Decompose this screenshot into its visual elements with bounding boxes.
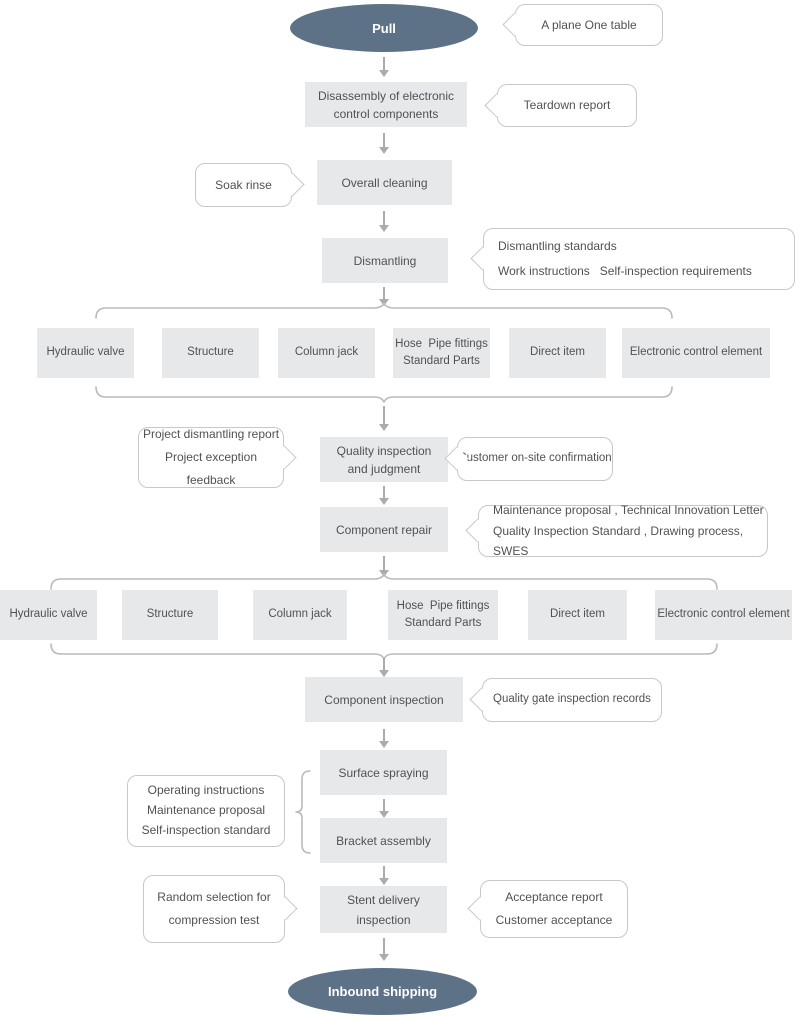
flow-arrow	[379, 406, 389, 431]
process-box-component-inspection: Component inspection	[305, 677, 463, 722]
component-box-direct-item: Direct item	[528, 590, 627, 640]
flow-arrow	[379, 729, 389, 748]
brace-left-vertical	[295, 770, 311, 854]
flow-arrow	[379, 57, 389, 77]
component-box-electronic-control: Electronic control element	[622, 328, 770, 378]
component-box-hydraulic-valve: Hydraulic valve	[0, 590, 97, 640]
brace-row2-bottom	[50, 643, 718, 660]
component-box-column-jack: Column jack	[278, 328, 375, 378]
callout-tail	[502, 12, 527, 37]
flow-arrow	[379, 133, 389, 154]
process-box-disassembly: Disassembly of electronic control compon…	[305, 82, 467, 127]
process-box-dismantling: Dismantling	[322, 238, 448, 283]
callout-soak-rinse: Soak rinse	[195, 163, 305, 207]
brace-row1-bottom	[95, 386, 673, 403]
callout-operating-instructions: Operating instructions Maintenance propo…	[127, 775, 285, 847]
process-box-component-repair: Component repair	[320, 507, 448, 552]
flow-arrow	[379, 866, 389, 885]
end-ellipse-inbound-shipping: Inbound shipping	[288, 968, 477, 1015]
callout-tail	[467, 896, 492, 921]
flow-arrow	[379, 938, 389, 961]
process-box-bracket-assembly: Bracket assembly	[320, 818, 447, 863]
callout-random-selection: Random selection for compression test	[143, 875, 298, 943]
callout-acceptance: Acceptance report Customer acceptance	[467, 880, 628, 938]
component-box-hose-pipe-fittings: Hose Pipe fittings Standard Parts	[393, 328, 490, 378]
callout-tail	[280, 172, 305, 197]
component-box-structure: Structure	[122, 590, 218, 640]
component-box-direct-item: Direct item	[509, 328, 606, 378]
brace-row2-top	[50, 573, 718, 590]
process-box-overall-cleaning: Overall cleaning	[317, 160, 452, 205]
callout-plane-table: A plane One table	[502, 4, 663, 46]
callout-quality-gate: Quality gate inspection records	[469, 678, 662, 722]
callout-tail	[273, 896, 298, 921]
callout-project-reports: Project dismantling report Project excep…	[138, 427, 297, 488]
flow-arrow	[379, 287, 389, 306]
callout-tail	[465, 518, 490, 543]
callout-tail	[484, 92, 509, 118]
flow-arrow	[379, 658, 389, 677]
component-box-structure: Structure	[162, 328, 259, 378]
callout-tail	[469, 687, 494, 712]
callout-maintenance-proposal: Maintenance proposal , Technical Innovat…	[465, 503, 768, 558]
component-box-hydraulic-valve: Hydraulic valve	[37, 328, 134, 378]
process-box-stent-delivery: Stent delivery inspection	[320, 886, 447, 933]
flow-arrow	[379, 211, 389, 232]
start-ellipse-pull: Pull	[290, 4, 478, 52]
brace-row1-top	[95, 302, 673, 319]
callout-dismantling-standards: Dismantling standards Work instructions …	[470, 228, 795, 290]
flow-arrow	[379, 799, 389, 818]
process-box-surface-spraying: Surface spraying	[320, 750, 447, 795]
callout-tail	[470, 246, 495, 271]
callout-teardown-report: Teardown report	[484, 84, 637, 127]
process-box-quality-inspection: Quality inspection and judgment	[320, 437, 448, 482]
end-label: Inbound shipping	[327, 984, 438, 999]
start-label: Pull	[372, 20, 396, 36]
component-box-column-jack: Column jack	[253, 590, 347, 640]
callout-customer-onsite: Customer on-site confirmation	[444, 437, 613, 481]
component-box-electronic-control: Electronic control element	[655, 590, 792, 640]
component-box-hose-pipe-fittings: Hose Pipe fittings Standard Parts	[388, 590, 498, 640]
flow-arrow	[379, 486, 389, 505]
flow-arrow	[379, 556, 389, 577]
